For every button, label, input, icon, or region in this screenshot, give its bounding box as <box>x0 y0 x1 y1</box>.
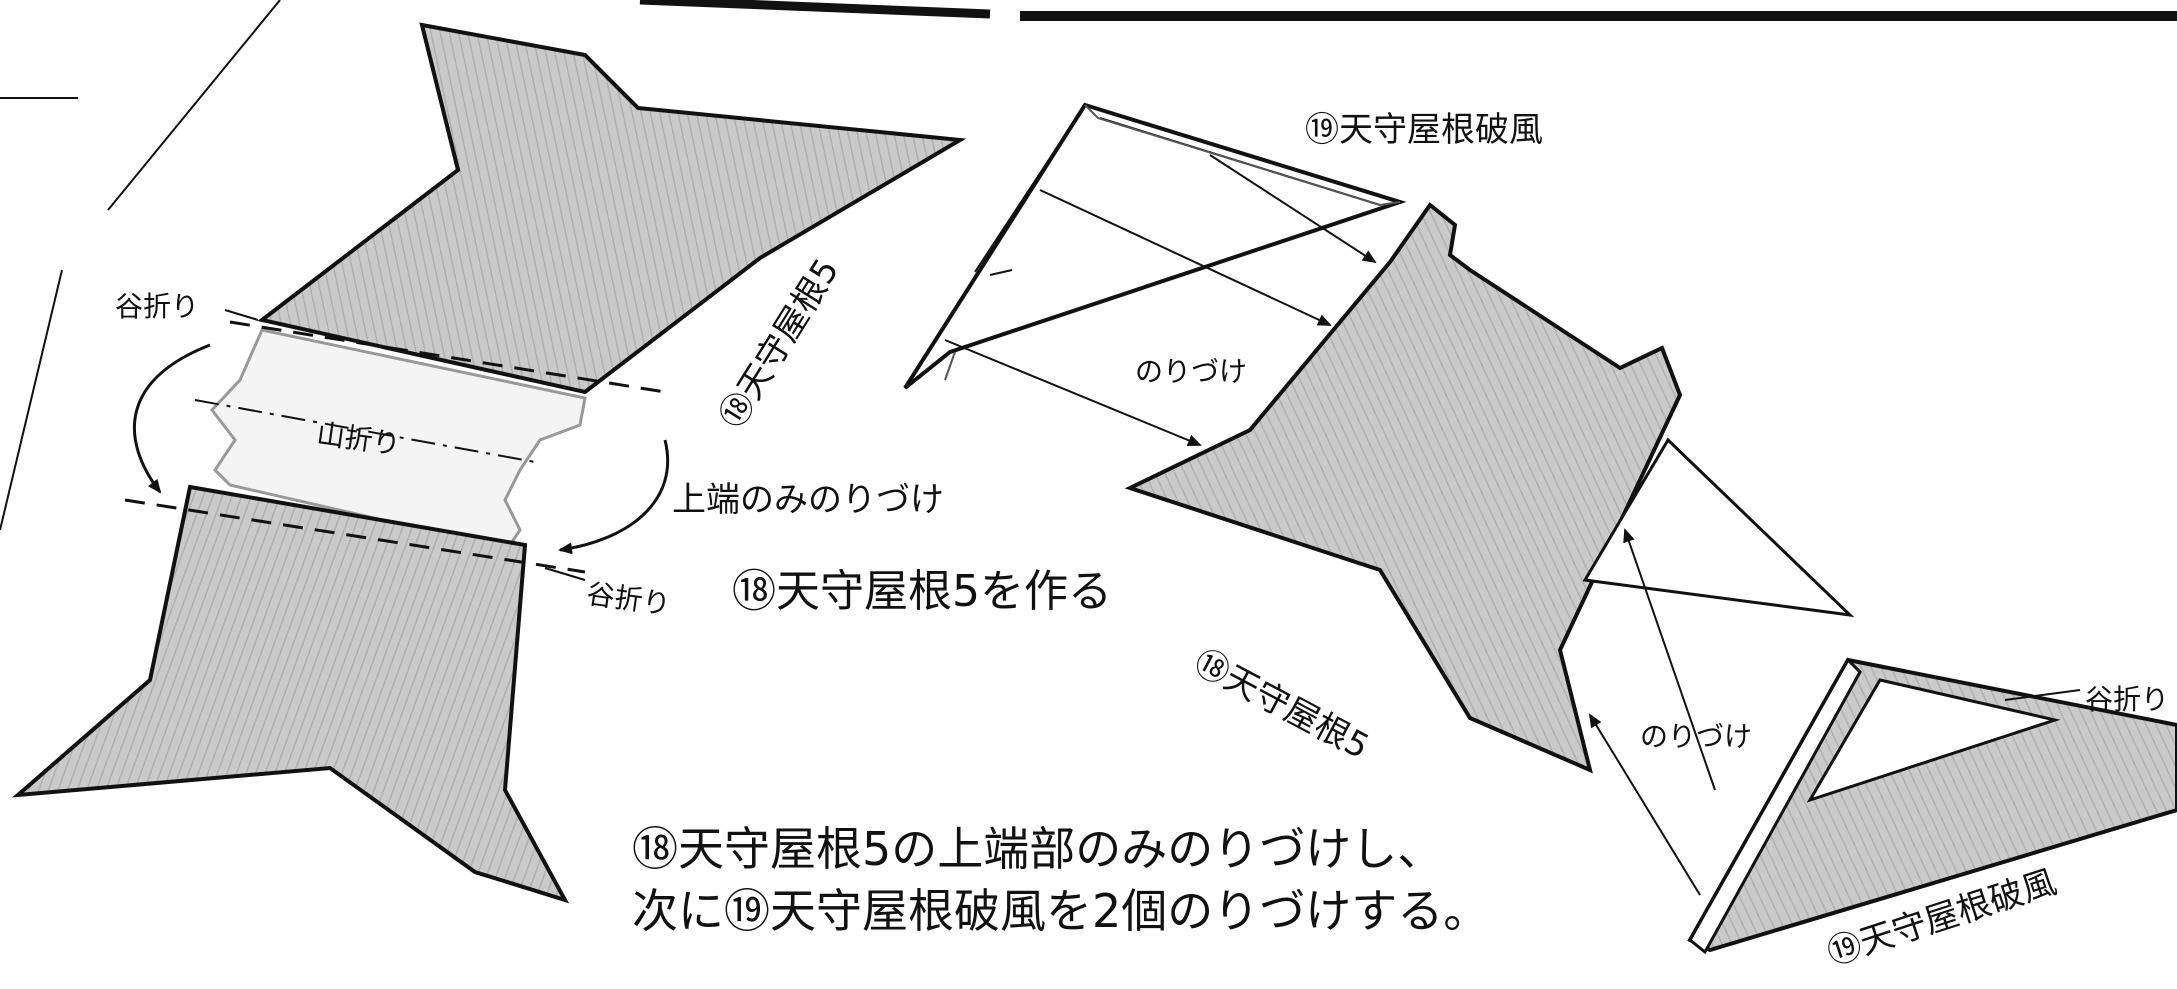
glue-arrow-5 <box>1588 713 1701 896</box>
label-valley-fold-top: 谷折り <box>115 290 200 323</box>
valley-fold-line-top <box>229 320 666 394</box>
label-part19-top: ⑲天守屋根破風 <box>1305 110 1543 150</box>
mountain-fold-line <box>194 399 536 463</box>
instruction-text: ⑱天守屋根5の上端部のみのりづけし、 次に⑲天守屋根破風を2個のりづけする。 <box>632 818 1489 942</box>
fold-arrow-right <box>558 439 670 555</box>
leader-valley-right <box>2004 689 2081 701</box>
leader-valley-top <box>224 309 259 321</box>
page-edge-diagonal-2 <box>0 269 63 531</box>
roof5-lower-panel <box>12 484 570 904</box>
glue-arrow-1 <box>1209 154 1377 264</box>
label-valley-fold-right: 谷折り <box>2085 683 2170 716</box>
page-edge-diagonal <box>107 0 281 211</box>
gable19-lower-window <box>1806 678 2061 803</box>
fold-arrow-left <box>132 343 211 494</box>
instruction-line-2: 次に⑲天守屋根破風を2個のりづけする。 <box>632 884 1490 938</box>
roof5-upper-panel <box>257 22 967 395</box>
gable19-upper-rim <box>944 104 1401 381</box>
label-glue-top-only: 上端のみのりづけ <box>672 480 944 520</box>
label-glue-lower: のりづけ <box>1640 720 1753 753</box>
leader-valley-bottom <box>544 567 586 581</box>
label-step-title: ⑱天守屋根5を作る <box>732 566 1112 617</box>
gable19-upper <box>903 102 1407 390</box>
page-edge-top-left <box>639 0 991 19</box>
glue-arrow-2 <box>1039 189 1332 326</box>
gable-connector-triangle <box>1582 437 1855 618</box>
gable19-lower-trim <box>1688 657 1862 955</box>
glue-arrow-4 <box>1623 528 1716 791</box>
glue-arrow-3 <box>944 339 1202 446</box>
label-glue-upper: のりづけ <box>1135 355 1248 388</box>
valley-fold-line-bottom <box>124 498 586 574</box>
instruction-line-1: ⑱天守屋根5の上端部のみのりづけし、 <box>632 822 1444 876</box>
roof5-assembled <box>1124 202 1683 774</box>
